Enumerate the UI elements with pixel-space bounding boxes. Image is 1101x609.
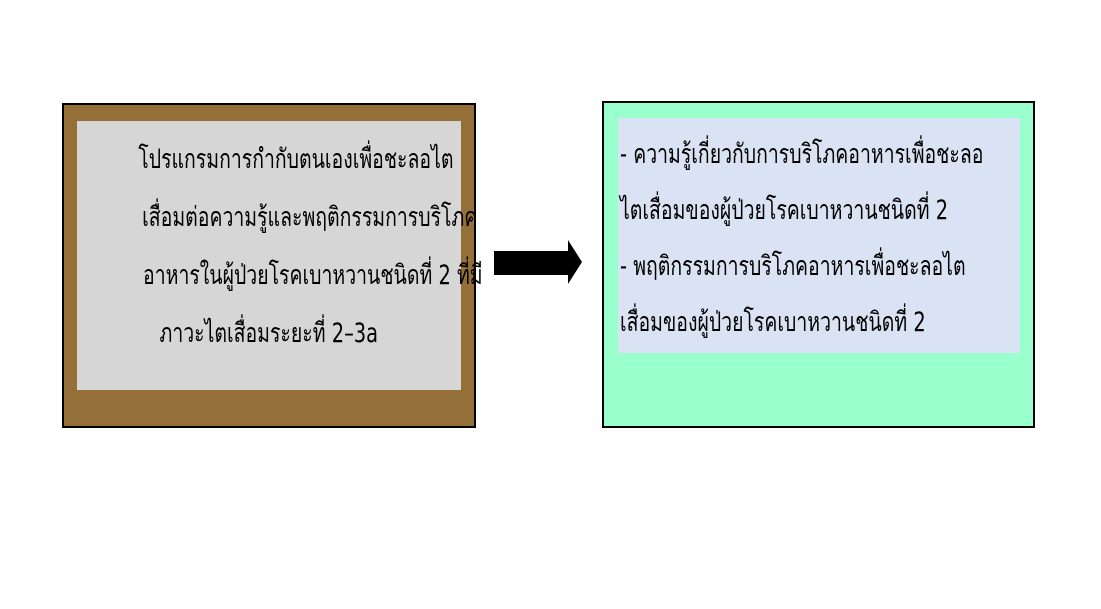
independent-variable-box: โปรแกรมการกำกับตนเองเพื่อชะลอไต เสื่อมต่…: [62, 103, 483, 428]
right-line-1: - ความรู้เกี่ยวกับการบริโภคอาหารเพื่อชะล…: [620, 139, 984, 170]
right-line-4: เสื่อมของผู้ป่วยโรคเบาหวานชนิดที่ 2: [620, 307, 926, 338]
right-line-3: - พฤติกรรมการบริโภคอาหารเพื่อชะลอไต: [620, 251, 966, 282]
right-line-2: ไตเสื่อมของผู้ป่วยโรคเบาหวานชนิดที่ 2: [620, 195, 949, 226]
left-line-1: โปรแกรมการกำกับตนเองเพื่อชะลอไต: [138, 144, 454, 175]
left-line-4: ภาวะไตเสื่อมระยะที่ 2–3a: [159, 318, 379, 349]
left-line-3: อาหารในผู้ป่วยโรคเบาหวานชนิดที่ 2 ที่มี: [143, 260, 483, 291]
independent-variable-panel: โปรแกรมการกำกับตนเองเพื่อชะลอไต เสื่อมต่…: [77, 121, 483, 390]
dependent-variable-box: - ความรู้เกี่ยวกับการบริโภคอาหารเพื่อชะล…: [602, 101, 1035, 428]
arrow-right-icon: [494, 240, 582, 284]
dependent-variable-panel: - ความรู้เกี่ยวกับการบริโภคอาหารเพื่อชะล…: [618, 118, 1020, 353]
left-line-2: เสื่อมต่อความรู้และพฤติกรรมการบริโภค: [142, 202, 478, 233]
